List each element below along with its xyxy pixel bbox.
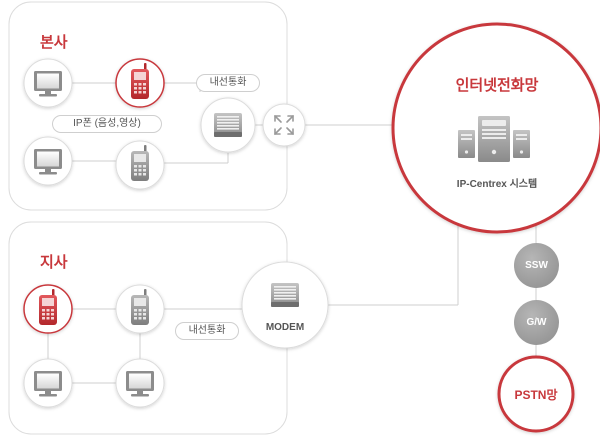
modem-label: MODEM [265, 322, 305, 333]
ip-phone-icon [39, 289, 57, 325]
monitor-icon [34, 71, 62, 97]
monitor-icon [34, 371, 62, 397]
router-node [262, 103, 306, 147]
ip-centrex-label: IP-Centrex 시스템 [456, 179, 538, 190]
pbx-icon [214, 113, 242, 137]
monitor-icon [34, 149, 62, 175]
router-arrows-icon [274, 115, 294, 135]
hq-extension-pill: 내선통화 [196, 74, 260, 92]
pstn-label: PSTN망 [514, 388, 558, 402]
monitor-icon [126, 371, 154, 397]
internet-title: 인터넷전화망 [455, 77, 539, 94]
phone-icon [131, 145, 149, 181]
branch-title: 지사 [40, 254, 68, 271]
hq-title: 본사 [40, 34, 68, 51]
ssw-node: SSW [514, 243, 559, 288]
pstn-node [497, 355, 575, 433]
gw-node: G/W [514, 300, 559, 345]
branch-extension-pill: 내선통화 [175, 322, 239, 340]
modem-icon [271, 283, 299, 307]
hq-ip-phone-pill: IP폰 (음성,영상) [52, 115, 162, 133]
phone-icon [131, 289, 149, 325]
gw-label: G/W [526, 317, 547, 328]
ip-phone-icon [131, 63, 149, 99]
ssw-label: SSW [525, 260, 548, 271]
server-cluster-icon [458, 116, 530, 162]
